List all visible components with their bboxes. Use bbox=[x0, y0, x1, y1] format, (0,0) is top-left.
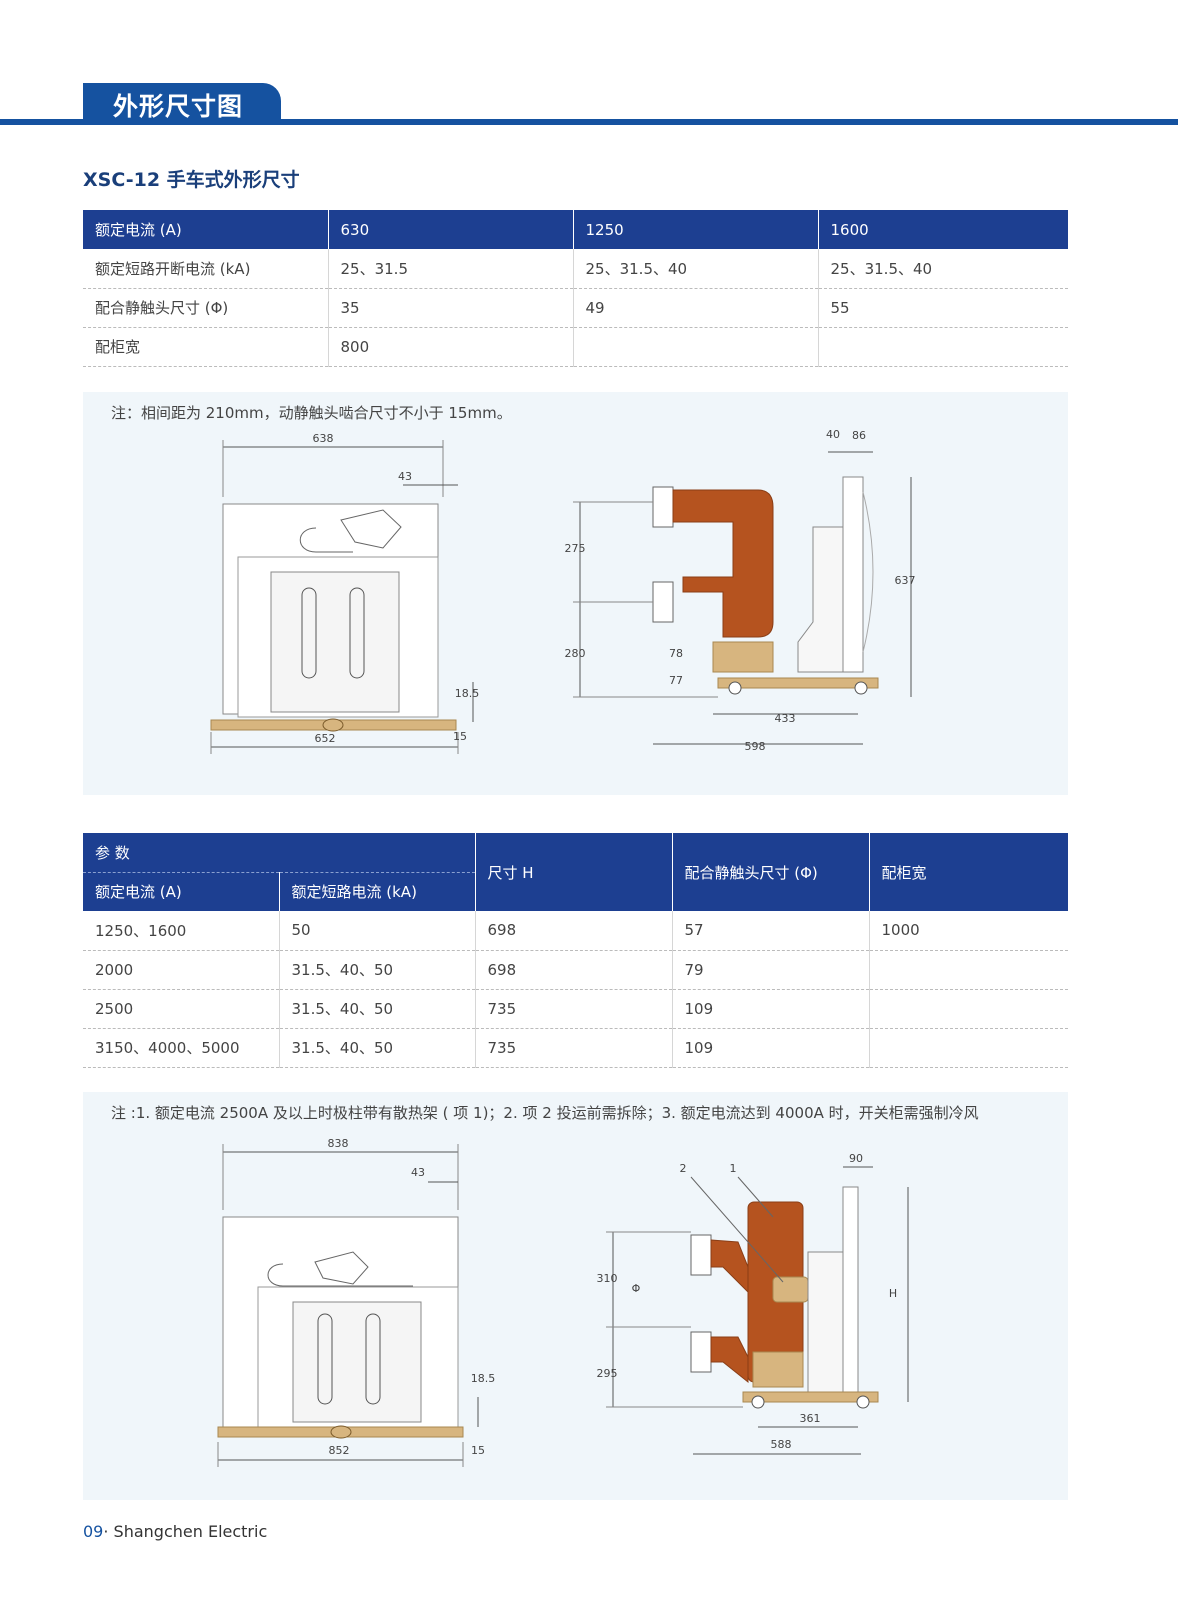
header-breaking: 额定短路电流 (kA) bbox=[278, 872, 475, 911]
drawing-note: 注：相间距为 210mm，动静触头啮合尺寸不小于 15mm。 bbox=[111, 404, 512, 422]
table-cell bbox=[868, 1028, 1068, 1068]
table-cell: 2000 bbox=[83, 950, 279, 990]
dimension-drawing-1: 638 43 18.5 652 15 40 86 275 280 637 78 … bbox=[210, 428, 916, 754]
spec-table-2: 参 数 尺寸 H 配合静触头尺寸 (Φ) 配柜宽 额定电流 (A) 额定短路电流… bbox=[83, 833, 1068, 1068]
header-cabinet: 配柜宽 bbox=[868, 833, 1068, 911]
spec-table-1: 额定电流 (A) 630 1250 1600 额定短路开断电流 (kA) 25、… bbox=[83, 210, 1068, 367]
table-row: 2000 31.5、40、50 698 79 bbox=[83, 950, 1068, 990]
header-rule bbox=[0, 119, 1178, 125]
row-label: 配柜宽 bbox=[83, 327, 328, 367]
table-cell: 1000 bbox=[868, 911, 1068, 951]
table-row: 配合静触头尺寸 (Φ) 35 49 55 bbox=[83, 288, 1068, 328]
dim-side-height: 637 bbox=[895, 574, 916, 587]
table-cell bbox=[572, 327, 818, 367]
dimension-drawing-2: 838 43 18.5 852 15 2 1 90 310 295 H Φ 36… bbox=[217, 1137, 909, 1467]
drawing-panel-1: 注：相间距为 210mm，动静触头啮合尺寸不小于 15mm。 bbox=[83, 392, 1068, 795]
footer-separator: · bbox=[103, 1522, 109, 1541]
table-cell: 800 bbox=[327, 327, 573, 367]
table-cell: 735 bbox=[474, 989, 672, 1029]
dim-front-bottom-width: 652 bbox=[315, 732, 336, 745]
table-header-row: 额定电流 (A) 额定短路电流 (kA) bbox=[83, 872, 1068, 911]
table-cell: 109 bbox=[671, 989, 869, 1029]
row-label: 额定短路开断电流 (kA) bbox=[83, 249, 328, 289]
table-cell: 1250、1600 bbox=[83, 911, 279, 951]
table-cell: 79 bbox=[671, 950, 869, 990]
dim-front-bottom-width: 852 bbox=[329, 1444, 350, 1457]
table-row: 配柜宽 800 bbox=[83, 327, 1068, 367]
row-label: 配合静触头尺寸 (Φ) bbox=[83, 288, 328, 328]
dim-front-offset: 43 bbox=[411, 1166, 425, 1179]
table-cell: 698 bbox=[474, 911, 672, 951]
page-number: 09 bbox=[83, 1522, 104, 1541]
drawing-panel-2: 注 :1. 额定电流 2500A 及以上时极柱带有散热架 ( 项 1)；2. 项… bbox=[83, 1092, 1068, 1500]
dim-side-top-a: 40 bbox=[826, 428, 840, 441]
dim-front-top-width: 838 bbox=[328, 1137, 349, 1150]
table-cell: 25、31.5 bbox=[327, 249, 573, 289]
header-contact: 配合静触头尺寸 (Φ) bbox=[671, 833, 869, 911]
table-cell: 49 bbox=[572, 288, 818, 328]
table-row: 额定短路开断电流 (kA) 25、31.5 25、31.5、40 25、31.5… bbox=[83, 249, 1068, 289]
row-label: 额定电流 (A) bbox=[83, 210, 328, 249]
table-cell: 55 bbox=[817, 288, 1068, 328]
table-cell: 630 bbox=[327, 210, 573, 249]
table-cell: 35 bbox=[327, 288, 573, 328]
table-cell: 31.5、40、50 bbox=[278, 1028, 475, 1068]
dim-side-top-b: 86 bbox=[852, 429, 866, 442]
dim-side-lower: 280 bbox=[565, 647, 586, 660]
table-cell: 25、31.5、40 bbox=[817, 249, 1068, 289]
table-row: 3150、4000、5000 31.5、40、50 735 109 bbox=[83, 1028, 1068, 1068]
drawing-note: 注 :1. 额定电流 2500A 及以上时极柱带有散热架 ( 项 1)；2. 项… bbox=[111, 1104, 979, 1122]
dim-side-base-b: 598 bbox=[745, 740, 766, 753]
dim-front-foot: 15 bbox=[453, 730, 467, 743]
dim-side-base-a: 361 bbox=[800, 1412, 821, 1425]
dim-side-base-b: 588 bbox=[771, 1438, 792, 1451]
table-cell bbox=[868, 950, 1068, 990]
table-cell: 31.5、40、50 bbox=[278, 950, 475, 990]
table-cell: 698 bbox=[474, 950, 672, 990]
dim-side-small-b: 77 bbox=[669, 674, 683, 687]
item-label-1: 1 bbox=[730, 1162, 737, 1175]
dim-front-side: 18.5 bbox=[471, 1372, 496, 1385]
header-size: 尺寸 H bbox=[474, 833, 672, 911]
table-cell: 50 bbox=[278, 911, 475, 951]
dim-front-top-width: 638 bbox=[313, 432, 334, 445]
table-cell bbox=[868, 989, 1068, 1029]
table-row: 额定电流 (A) 630 1250 1600 bbox=[83, 210, 1068, 249]
item-label-2: 2 bbox=[680, 1162, 687, 1175]
table-row: 1250、1600 50 698 57 1000 bbox=[83, 911, 1068, 951]
dim-side-height: H bbox=[889, 1287, 897, 1300]
table-cell: 57 bbox=[671, 911, 869, 951]
header-group: 参 数 bbox=[83, 833, 475, 873]
dim-front-offset: 43 bbox=[398, 470, 412, 483]
dim-side-phi: Φ bbox=[632, 1282, 641, 1295]
page-footer: 09· Shangchen Electric bbox=[83, 1522, 267, 1541]
page-title: 外形尺寸图 bbox=[83, 83, 281, 125]
dim-side-upper: 310 bbox=[597, 1272, 618, 1285]
company-name: Shangchen Electric bbox=[113, 1522, 268, 1541]
dim-side-small-a: 78 bbox=[669, 647, 683, 660]
dim-side-lower: 295 bbox=[597, 1367, 618, 1380]
dim-side-base-a: 433 bbox=[775, 712, 796, 725]
dim-front-side: 18.5 bbox=[455, 687, 480, 700]
table-cell bbox=[817, 327, 1068, 367]
table-row: 2500 31.5、40、50 735 109 bbox=[83, 989, 1068, 1029]
table-cell: 25、31.5、40 bbox=[572, 249, 818, 289]
dim-side-upper: 275 bbox=[565, 542, 586, 555]
table-cell: 3150、4000、5000 bbox=[83, 1028, 279, 1068]
table-cell: 735 bbox=[474, 1028, 672, 1068]
table-cell: 2500 bbox=[83, 989, 279, 1029]
dim-front-foot: 15 bbox=[471, 1444, 485, 1457]
section-title: XSC-12 手车式外形尺寸 bbox=[83, 169, 300, 191]
table-cell: 109 bbox=[671, 1028, 869, 1068]
table-cell: 1250 bbox=[572, 210, 818, 249]
table-cell: 1600 bbox=[817, 210, 1068, 249]
table-header-row: 参 数 尺寸 H 配合静触头尺寸 (Φ) 配柜宽 bbox=[83, 833, 1068, 911]
header-current: 额定电流 (A) bbox=[83, 872, 279, 911]
table-cell: 31.5、40、50 bbox=[278, 989, 475, 1029]
dim-side-top: 90 bbox=[849, 1152, 863, 1165]
